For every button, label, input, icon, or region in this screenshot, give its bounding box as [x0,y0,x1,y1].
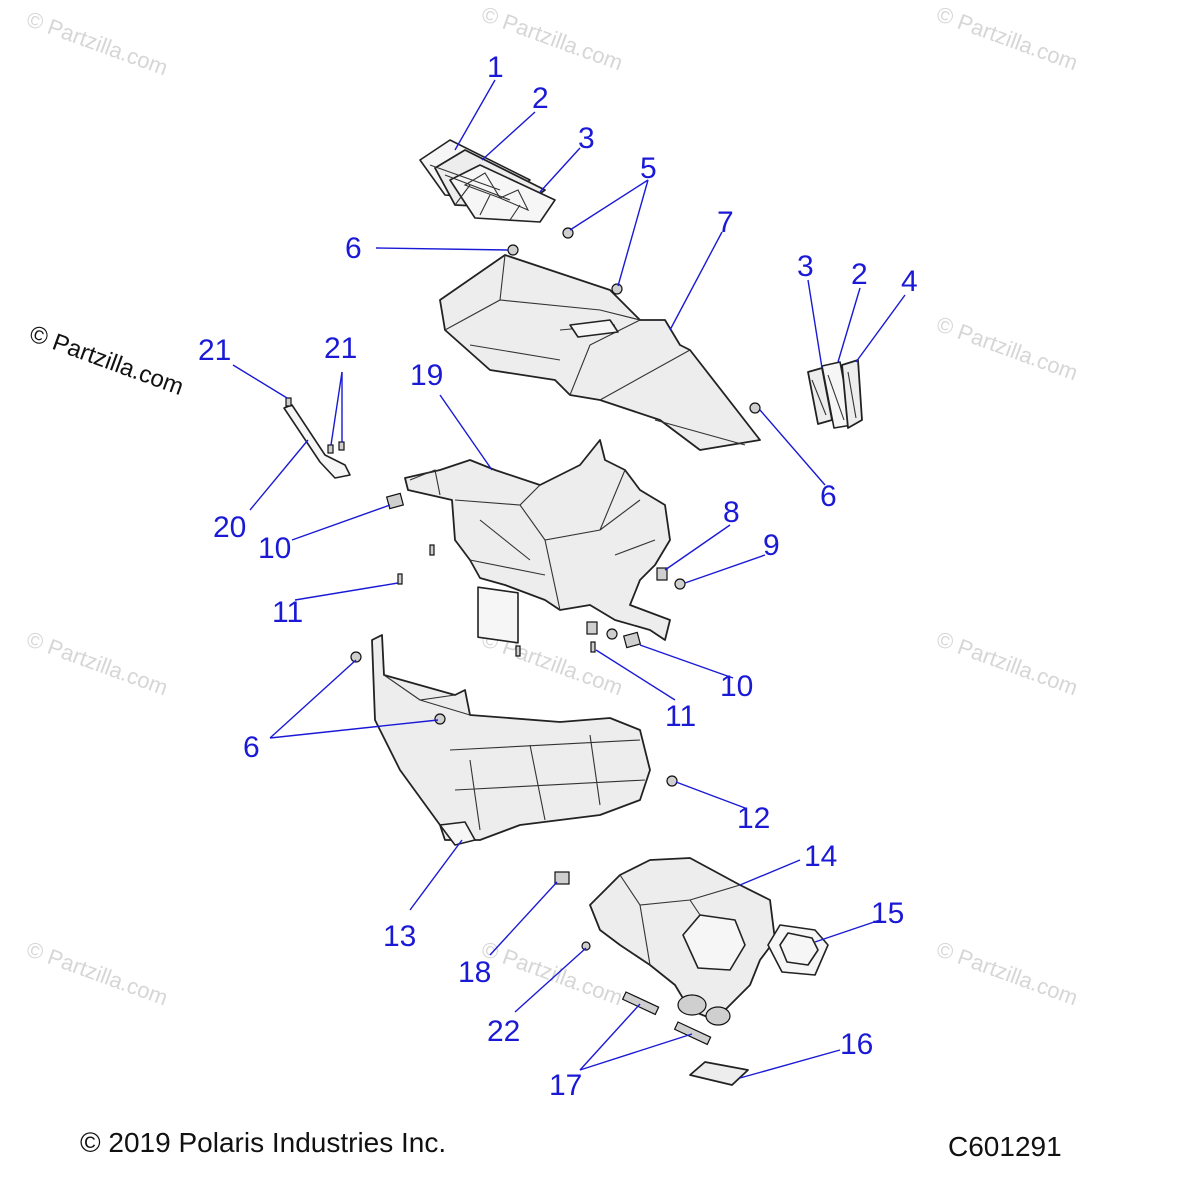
callout-22: 22 [487,1015,520,1048]
callout-6: 6 [820,480,837,513]
brand-watermark: © Partzilla.com [26,320,187,401]
intake-plenum [589,857,776,1026]
callout-19: 19 [410,359,443,392]
callout-21: 21 [324,332,357,365]
callout-14: 14 [804,840,837,873]
callout-13: 13 [383,920,416,953]
lower-airbox [404,439,671,644]
leader-lines [232,79,906,1079]
watermark: © Partzilla.com [933,1,1081,75]
upper-duct-cover [439,254,761,451]
watermark: © Partzilla.com [23,6,171,80]
callout-10: 10 [720,670,753,703]
callout-5: 5 [640,152,657,185]
callout-20: 20 [213,511,246,544]
bracket [283,404,351,479]
intake-duct [371,634,651,846]
duct-seal [767,924,829,976]
callout-3: 3 [797,250,814,283]
hardware [285,227,761,951]
callout-21: 21 [198,334,231,367]
callout-16: 16 [840,1028,873,1061]
watermark: © Partzilla.com [23,936,171,1010]
watermark: © Partzilla.com [23,626,171,700]
callout-15: 15 [871,897,904,930]
callout-8: 8 [723,496,740,529]
filter-screen-stack [419,139,556,223]
side-filter-pieces [807,359,863,429]
callout-2: 2 [851,258,868,291]
callout-17: 17 [549,1069,582,1102]
callout-2: 2 [532,82,549,115]
watermark: © Partzilla.com [933,626,1081,700]
callout-11: 11 [272,596,303,629]
callout-11: 11 [665,700,696,733]
watermark: © Partzilla.com [933,936,1081,1010]
callout-1: 1 [487,51,504,84]
callout-3: 3 [578,122,595,155]
watermark: © Partzilla.com [933,311,1081,385]
callout-6: 6 [345,232,362,265]
callouts: 1 2 3 5 6 7 3 2 4 6 21 21 19 20 10 8 9 1… [198,51,918,1102]
callout-9: 9 [763,529,780,562]
callout-6: 6 [243,731,260,764]
callout-10: 10 [258,532,291,565]
callout-4: 4 [901,265,918,298]
callout-12: 12 [737,802,770,835]
callout-7: 7 [717,206,734,239]
callout-18: 18 [458,956,491,989]
clamps [621,991,712,1046]
drawing-number: C601291 [948,1131,1062,1162]
foam-pad [689,1061,749,1086]
watermark: © Partzilla.com [478,936,626,1010]
copyright-text: © 2019 Polaris Industries Inc. [80,1127,446,1158]
